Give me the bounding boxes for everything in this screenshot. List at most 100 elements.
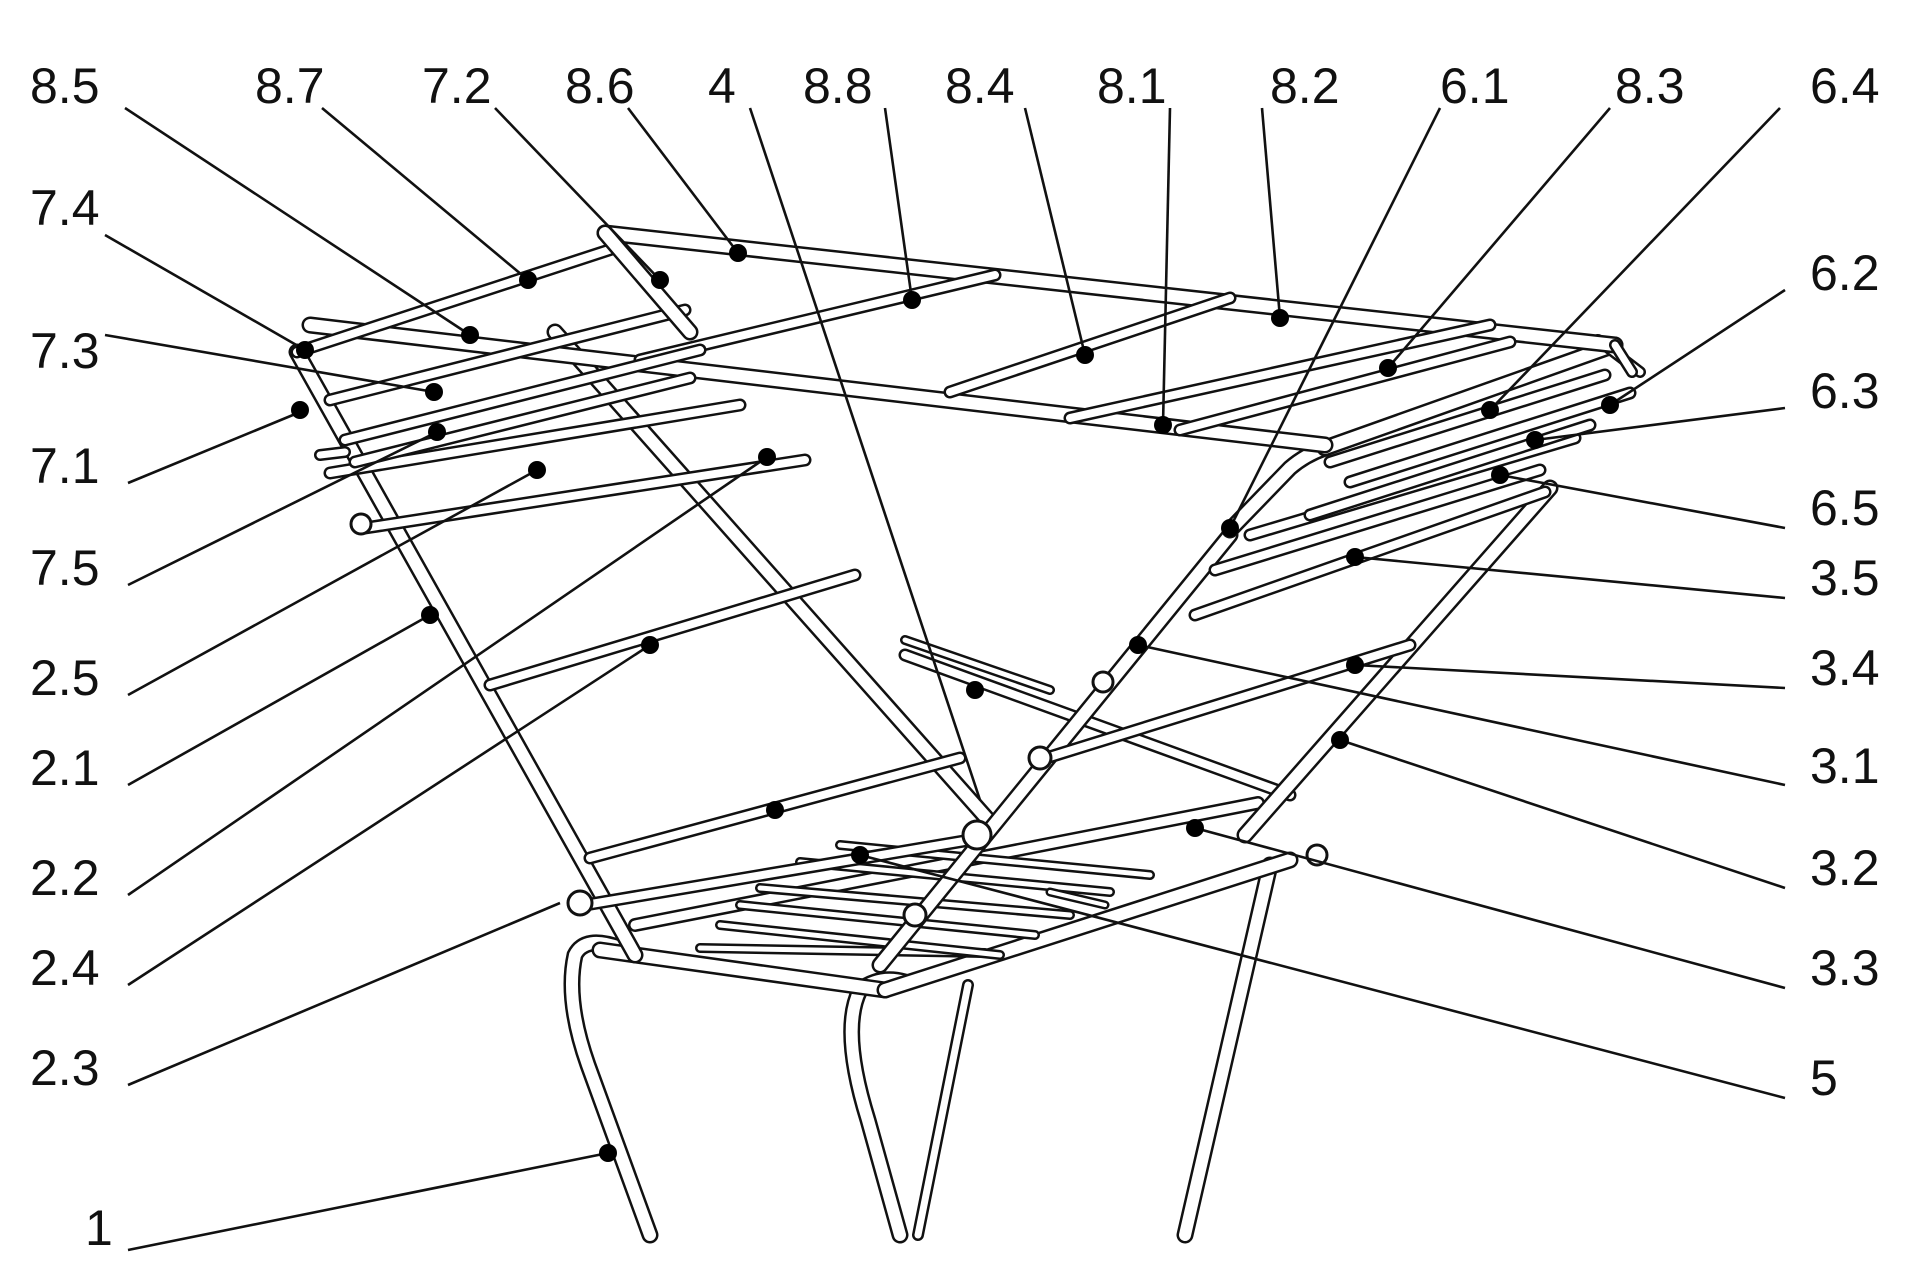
label-7-2: 7.2: [422, 58, 492, 114]
tube-fill: [341, 346, 704, 444]
tube-fill: [1346, 389, 1634, 486]
leader-line: [127, 455, 768, 897]
reference-dot: [461, 326, 479, 344]
reference-dot: [1076, 346, 1094, 364]
leader-line: [1609, 288, 1786, 407]
label-7-4: 7.4: [30, 180, 100, 236]
tube-fill: [1191, 488, 1549, 619]
label-3-4: 3.4: [1810, 640, 1880, 696]
leader-line: [1499, 473, 1786, 530]
pivot-joints: [349, 512, 1329, 928]
tube-fill: [1239, 482, 1556, 841]
pivot-joint: [961, 819, 993, 851]
tube-fill: [486, 571, 859, 689]
tube-fill: [304, 319, 1331, 451]
label-7-5: 7.5: [30, 540, 100, 596]
leader-line: [1228, 107, 1442, 529]
reference-dot: [903, 291, 921, 309]
rack-frame-tubes: [288, 224, 1646, 1244]
reference-dot: [1526, 431, 1544, 449]
tube-fill: [757, 885, 1073, 918]
label-8-5: 8.5: [30, 58, 100, 114]
label-2-4: 2.4: [30, 940, 100, 996]
leader-line: [127, 468, 538, 697]
reference-dot: [528, 461, 546, 479]
leader-line: [1354, 663, 1786, 690]
tube-fill: [879, 854, 1296, 996]
tube-fill: [1611, 341, 1636, 376]
reference-dot: [1129, 636, 1147, 654]
reference-dot: [291, 401, 309, 419]
label-7-1: 7.1: [30, 438, 100, 494]
reference-dot: [641, 636, 659, 654]
reference-dot: [1346, 548, 1364, 566]
reference-dot: [729, 244, 747, 262]
reference-markers: [291, 244, 1619, 1162]
leader-line: [1194, 826, 1786, 990]
label-5: 5: [1810, 1050, 1838, 1106]
reference-dot: [1379, 359, 1397, 377]
label-8-4: 8.4: [945, 58, 1015, 114]
label-2-2: 2.2: [30, 850, 100, 906]
tube-fill: [293, 244, 619, 356]
leader-line: [127, 901, 561, 1087]
label-3-1: 3.1: [1810, 738, 1880, 794]
leader-line: [127, 643, 651, 987]
label-3-3: 3.3: [1810, 940, 1880, 996]
leader-line: [127, 430, 438, 587]
tube-fill: [316, 448, 349, 459]
tube-fill: [1319, 339, 1621, 454]
leader-line: [124, 106, 471, 337]
reference-dot: [766, 801, 784, 819]
leader-line: [127, 408, 306, 485]
tube-fill: [599, 227, 1621, 351]
label-3-2: 3.2: [1810, 840, 1880, 896]
leader-line: [127, 613, 431, 787]
reference-dot: [1601, 396, 1619, 414]
label-6-4: 6.4: [1810, 58, 1880, 114]
reference-dot: [1346, 656, 1364, 674]
leader-line: [748, 107, 982, 801]
tube-fill: [1179, 859, 1276, 1241]
tube-fill: [946, 294, 1234, 396]
leader-line: [1137, 643, 1786, 787]
label-6-2: 6.2: [1810, 245, 1880, 301]
tube-fill: [737, 902, 1038, 938]
reference-dot: [1481, 401, 1499, 419]
leader-line: [1489, 107, 1781, 411]
tube-fill: [717, 922, 1003, 958]
tube-fill: [549, 326, 996, 828]
tube-fill: [901, 651, 1294, 799]
label-8-3: 8.3: [1615, 58, 1685, 114]
tube-fill: [914, 981, 972, 1239]
tube-fill: [361, 456, 809, 532]
leader-line: [1260, 107, 1282, 319]
tube-fill: [291, 346, 641, 961]
leader-line: [104, 233, 306, 352]
label-6-5: 6.5: [1810, 480, 1880, 536]
tube-fill: [566, 936, 656, 1241]
label-7-3: 7.3: [30, 323, 100, 379]
label-3-5: 3.5: [1810, 550, 1880, 606]
pivot-joint: [1091, 670, 1115, 694]
label-8-1: 8.1: [1097, 58, 1167, 114]
label-8-7: 8.7: [255, 58, 325, 114]
leader-line: [859, 853, 1786, 1100]
reference-dot: [599, 1144, 617, 1162]
pivot-joint: [1027, 745, 1053, 771]
reference-labels: 8.5 8.7 7.2 8.6 4 8.8 8.4 8.1 8.2 6.1 8.…: [30, 58, 1880, 1256]
reference-dot: [428, 423, 446, 441]
reference-dot: [1331, 731, 1349, 749]
reference-dot: [421, 606, 439, 624]
tube-fill: [1211, 466, 1544, 574]
leader-line: [1339, 738, 1786, 890]
tube-fill: [1176, 338, 1514, 434]
reference-dot: [758, 448, 776, 466]
label-6-3: 6.3: [1810, 363, 1880, 419]
reference-dot: [519, 271, 537, 289]
label-2-5: 2.5: [30, 650, 100, 706]
tube-fill: [1048, 890, 1107, 907]
label-1: 1: [85, 1200, 113, 1256]
tube-fill: [599, 227, 696, 338]
